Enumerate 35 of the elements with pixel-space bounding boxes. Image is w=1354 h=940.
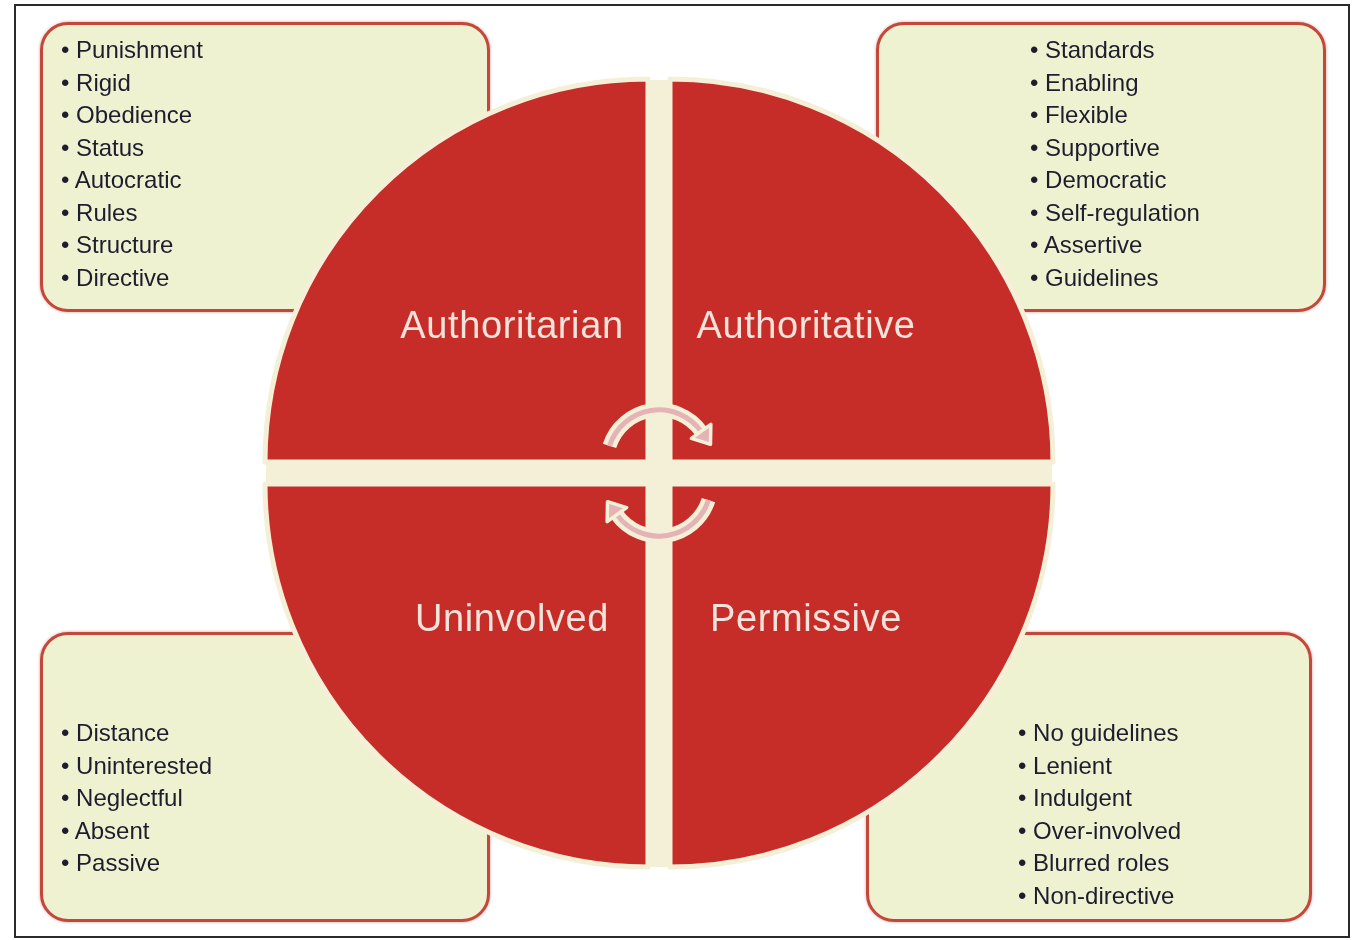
bullet-item: • Blurred roles <box>1018 848 1170 878</box>
bullet-item: • Passive <box>61 848 161 878</box>
bullet-item: • Status <box>61 132 145 163</box>
bullet-item: • Absent <box>61 815 150 846</box>
curved-arrow <box>603 402 714 449</box>
bullet-item: • Punishment <box>61 35 203 65</box>
bullet-item: • Self-regulation <box>1030 197 1200 228</box>
bullet-item: • Democratic <box>1030 165 1167 195</box>
bullet-item: • Over-involved <box>1018 815 1182 846</box>
quadrant-label: Permissive <box>710 596 902 640</box>
bullet-item: • Obedience <box>61 100 193 130</box>
bullet-item: • Neglectful <box>61 783 183 813</box>
bullet-item: • Assertive <box>1030 230 1143 260</box>
bullet-item: • Flexible <box>1030 100 1128 130</box>
quadrant-label: Authoritative <box>696 303 916 347</box>
bullet-item: • Guidelines <box>1030 262 1159 293</box>
bullet-item: • Indulgent <box>1018 783 1132 813</box>
quadrant-segment <box>261 480 652 871</box>
bullet-item: • Distance <box>61 718 170 748</box>
bullet-item: • Lenient <box>1018 750 1112 781</box>
bullet-item: • Uninterested <box>61 750 213 781</box>
bullet-item: • Supportive <box>1030 132 1160 163</box>
bullet-item: • Autocratic <box>61 165 182 195</box>
curved-arrow <box>604 497 715 544</box>
bullet-item: • Enabling <box>1030 67 1139 98</box>
bullet-item: • Structure <box>61 230 174 260</box>
quadrant-segment <box>261 75 652 466</box>
bullet-item: • Standards <box>1030 35 1155 65</box>
bullet-item: • No guidelines <box>1018 718 1179 748</box>
bullet-item: • Rigid <box>61 67 131 98</box>
quadrant-label: Uninvolved <box>415 596 609 640</box>
bullet-item: • Rules <box>61 197 138 228</box>
bullet-item: • Directive <box>61 262 170 293</box>
bullet-item: • Non-directive <box>1018 880 1175 911</box>
quadrant-label: Authoritarian <box>400 303 624 347</box>
